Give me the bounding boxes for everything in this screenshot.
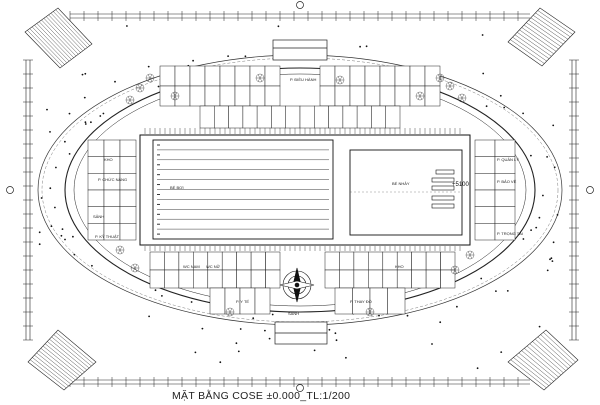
elevation-label: +5100: [452, 182, 469, 188]
side-dimension-ticks: [23, 59, 579, 341]
diving-pool: [349, 149, 463, 236]
room-label: BỂ NHẢY: [392, 181, 410, 186]
axis-markers: [6, 1, 594, 392]
diving-boards: [431, 169, 455, 209]
room-label: BỂ BƠI: [170, 185, 184, 190]
corner-stair-top-left: [24, 7, 93, 69]
room-label: P. CHỨC NĂNG: [98, 177, 128, 182]
rooms-top-band: [159, 65, 441, 129]
pool-lanes: [157, 144, 329, 235]
corner-stair-bottom-right: [507, 329, 579, 391]
rooms-bottom-band: [149, 251, 456, 315]
landscape-trees: [115, 73, 475, 317]
room-label: P. BẢO VỆ: [497, 179, 517, 184]
spectator-seats: [144, 128, 461, 251]
compass-rose: [279, 267, 315, 303]
room-label: P. THAY ĐỒ: [350, 299, 372, 304]
room-label: P. Y TẾ: [236, 299, 250, 304]
room-label: WC NAM: [183, 264, 200, 269]
corner-stair-bottom-left: [27, 329, 97, 391]
corner-stair-top-right: [507, 7, 576, 67]
room-label: P. ĐIỀU HÀNH: [290, 77, 317, 82]
bottom-dimension-line: [70, 379, 530, 385]
top-dimension-line: [70, 13, 530, 19]
rooms-side-bands: [87, 139, 516, 241]
building-inner-wall: [73, 73, 527, 307]
room-label: KHO: [104, 157, 113, 162]
room-label: WC NỮ: [206, 264, 221, 269]
room-label: P. QUẢN LÝ: [497, 157, 519, 162]
room-label: KHO: [395, 264, 404, 269]
entrance-bottom: [274, 321, 328, 345]
entrance-top: [272, 39, 328, 61]
room-label: SẢNH: [288, 311, 300, 316]
drawing-title: MẶT BẰNG COSE ±0.000_TL:1/200: [172, 390, 351, 402]
room-label: P. TRỌNG TÀI: [497, 231, 524, 236]
room-label: SẢNH: [93, 214, 105, 219]
top-dimension-ticks: [69, 11, 519, 21]
bottom-dimension-ticks: [69, 377, 519, 387]
room-label: P. KỸ THUẬT: [95, 234, 120, 239]
